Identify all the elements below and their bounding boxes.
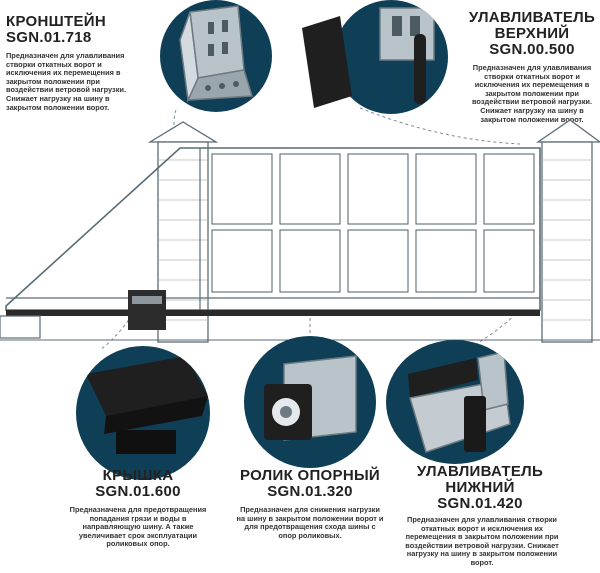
cap-image xyxy=(76,346,210,480)
upper-catcher-plate-icon xyxy=(302,16,352,108)
bracket-description: Предназначен для улавливания створки отк… xyxy=(6,51,127,112)
upper-catcher-title: УЛАВЛИВАТЕЛЬ ВЕРХНИЙ SGN.00.500 xyxy=(468,10,596,58)
lower-catcher-description: Предназначен для улавливания створки отк… xyxy=(405,515,559,567)
roller-description: Предназначен для снижения нагрузки на ши… xyxy=(236,505,384,540)
lower-catcher-image xyxy=(386,340,524,464)
upper-catcher-description: Предназначен для улавливания створки отк… xyxy=(471,63,592,124)
bracket-title: КРОНШТЕЙН SGN.01.718 xyxy=(6,14,106,46)
roller-title-line2: SGN.01.320 xyxy=(267,483,353,500)
roller-title-line1: РОЛИК ОПОРНЫЙ xyxy=(239,467,381,484)
roller-image xyxy=(244,336,376,468)
lower-catcher-title-line3: SGN.01.420 xyxy=(437,495,523,512)
cap-illustration xyxy=(86,356,208,454)
gate-drawing xyxy=(0,107,600,351)
lower-catcher-title-line2: НИЖНИЙ xyxy=(445,479,515,496)
roller-illustration xyxy=(264,355,357,441)
lower-catcher-illustration xyxy=(408,351,511,453)
roller-title: РОЛИК ОПОРНЫЙ SGN.01.320 xyxy=(222,468,398,500)
bracket-title-line1: КРОНШТЕЙН xyxy=(6,13,107,30)
bracket-illustration xyxy=(179,5,253,103)
cap-title-line2: SGN.01.600 xyxy=(95,483,181,500)
upper-catcher-title-line2: ВЕРХНИЙ xyxy=(494,25,570,42)
bracket-title-line2: SGN.01.718 xyxy=(6,29,92,46)
upper-catcher-illustration xyxy=(379,7,435,104)
upper-catcher-title-line1: УЛАВЛИВАТЕЛЬ xyxy=(468,9,596,26)
lower-catcher-title: УЛАВЛИВАТЕЛЬ НИЖНИЙ SGN.01.420 xyxy=(398,464,562,512)
upper-catcher-title-line3: SGN.00.500 xyxy=(489,41,575,58)
bracket-image xyxy=(160,0,272,112)
cap-description: Предназначена для предотвращения попадан… xyxy=(69,505,207,549)
cap-title-line1: КРЫШКА xyxy=(102,467,174,484)
cap-title: КРЫШКА SGN.01.600 xyxy=(60,468,216,500)
upper-catcher-image xyxy=(334,0,448,114)
lower-catcher-title-line1: УЛАВЛИВАТЕЛЬ xyxy=(416,463,544,480)
